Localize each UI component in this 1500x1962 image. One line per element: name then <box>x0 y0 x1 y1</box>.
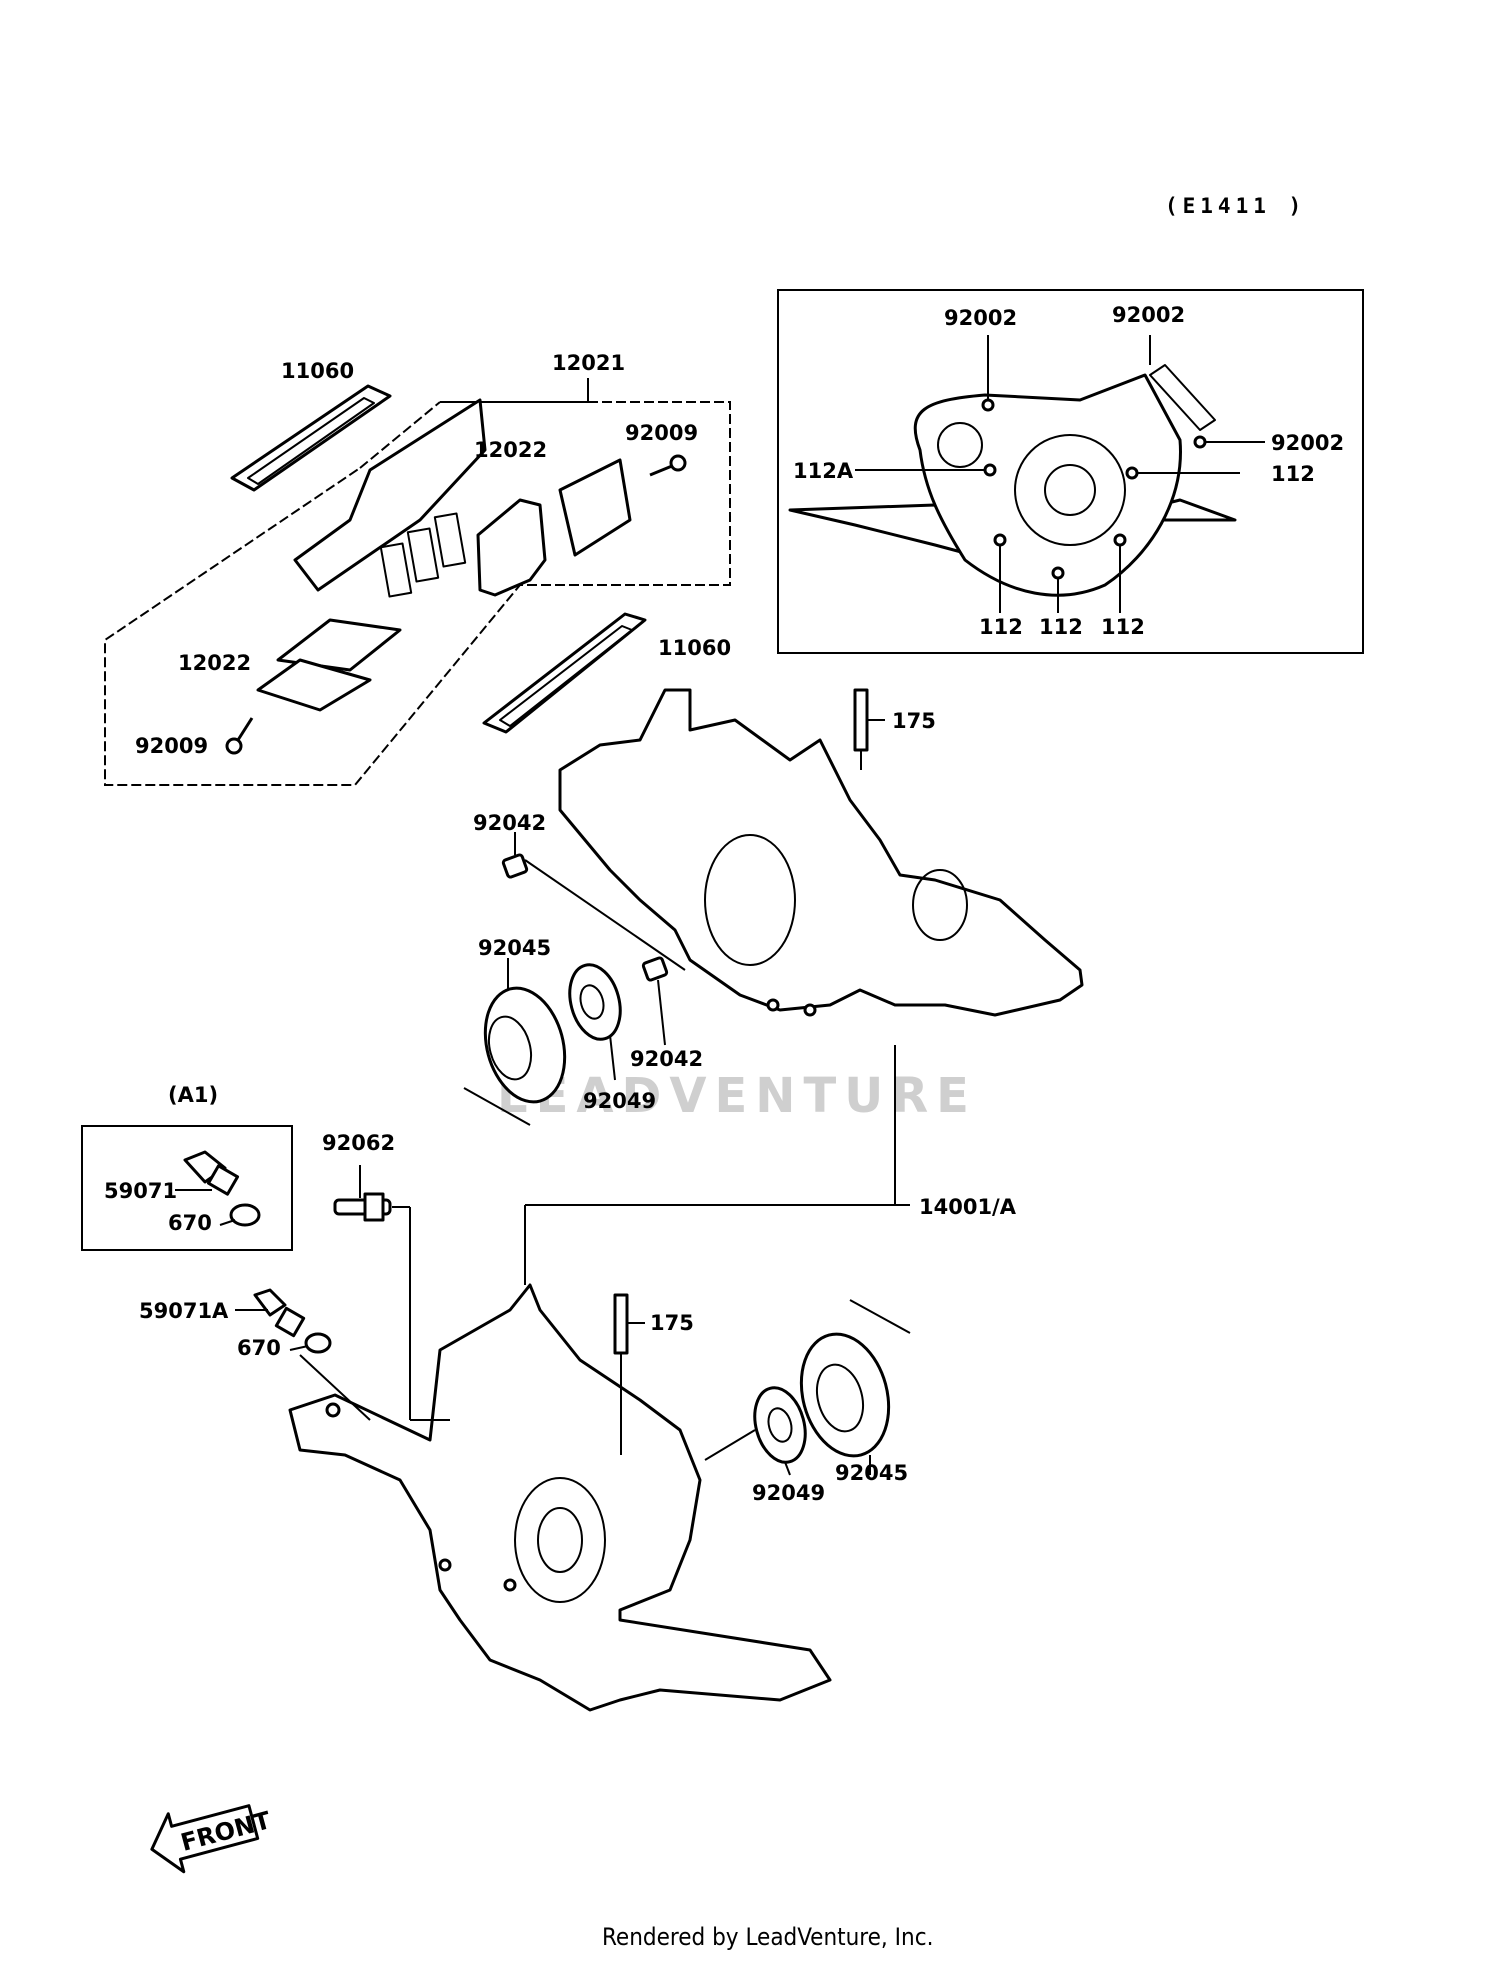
oil-seal-92049-top <box>568 963 622 1081</box>
label-11060-bottom: 11060 <box>658 636 731 660</box>
dowel-pin-92042-top <box>501 832 686 971</box>
label-112-bottom-2: 112 <box>1039 615 1083 639</box>
drain-plug-59071 <box>175 1150 261 1227</box>
label-11060-top: 11060 <box>281 359 354 383</box>
label-12022-bottom: 12022 <box>178 651 251 675</box>
drain-plug-59071A <box>235 1288 371 1421</box>
diagram-code: (E1411 ) <box>1165 194 1306 218</box>
dowel-pin-92042-bottom <box>641 956 669 1046</box>
label-92045-top: 92045 <box>478 936 551 960</box>
label-670-b: 670 <box>237 1336 281 1360</box>
label-92002-a: 92002 <box>944 306 1017 330</box>
label-92042-top: 92042 <box>473 811 546 835</box>
label-92045-bottom: 92045 <box>835 1461 908 1485</box>
assembly-connector-lines <box>524 1045 910 1285</box>
reed-valve-block <box>293 398 487 598</box>
crankcase-right-half <box>558 688 1084 1017</box>
reed-petal-12022-top <box>476 458 632 597</box>
reed-stopper-12022-bottom <box>256 618 402 712</box>
label-92042-bottom: 92042 <box>630 1047 703 1071</box>
screw-92009-bottom <box>225 717 254 755</box>
crankcase-half-inset-drawing <box>788 364 1237 597</box>
bearing-92045-bottom <box>799 1299 911 1475</box>
label-112-right: 112 <box>1271 462 1315 486</box>
label-112A: 112A <box>793 459 854 483</box>
stud-175-top <box>853 688 885 770</box>
label-59071: 59071 <box>104 1179 177 1203</box>
reed-valve-group-outline <box>104 378 731 786</box>
gasket-11060-top <box>230 384 392 492</box>
label-670-a: 670 <box>168 1211 212 1235</box>
label-175-bottom: 175 <box>650 1311 694 1335</box>
front-arrow-icon: FRONT <box>150 1804 274 1874</box>
stud-175-bottom <box>613 1293 645 1455</box>
crankcase-left-half <box>288 1283 832 1712</box>
label-92062: 92062 <box>322 1131 395 1155</box>
screw-92009-top <box>649 454 687 477</box>
label-92002-c: 92002 <box>1271 431 1344 455</box>
watermark: LEADVENTURE <box>497 1068 977 1124</box>
label-92009-top: 92009 <box>625 421 698 445</box>
label-59071A: 59071A <box>139 1299 229 1323</box>
bearing-92045-top <box>463 958 567 1126</box>
label-175-top: 175 <box>892 709 936 733</box>
label-12022-top: 12022 <box>474 438 547 462</box>
breather-fitting-92062 <box>333 1165 450 1421</box>
label-112-bottom-3: 112 <box>1101 615 1145 639</box>
label-112-bottom-1: 112 <box>979 615 1023 639</box>
part-labels: 11060 12021 12022 92009 12022 92009 1106… <box>104 303 1344 1505</box>
gasket-11060-bottom <box>482 612 647 734</box>
inset-leader-lines <box>855 335 1265 613</box>
label-92002-b: 92002 <box>1112 303 1185 327</box>
oil-seal-92049-bottom <box>704 1386 807 1476</box>
footer-credit: Rendered by LeadVenture, Inc. <box>602 1923 933 1951</box>
label-14001A: 14001/A <box>919 1195 1017 1219</box>
label-92049-top: 92049 <box>583 1089 656 1113</box>
label-92049-bottom: 92049 <box>752 1481 825 1505</box>
group-a1-box <box>81 1125 293 1251</box>
label-92009-bottom: 92009 <box>135 734 208 758</box>
crankcase-cover-inset <box>777 289 1364 654</box>
group-a1-label: (A1) <box>168 1083 218 1107</box>
label-12021: 12021 <box>552 351 625 375</box>
